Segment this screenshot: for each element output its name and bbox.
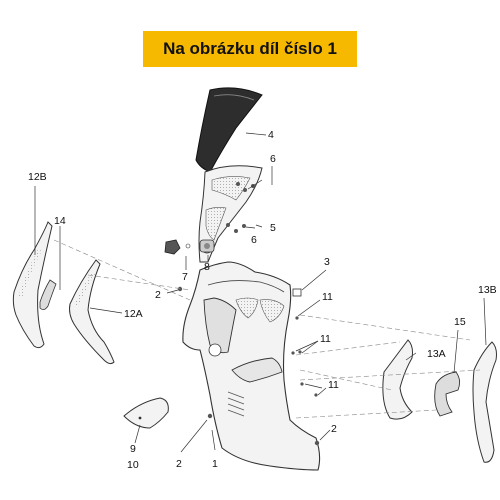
- part-14-side-panel[interactable]: [39, 279, 57, 310]
- label-12A: 12A: [124, 308, 143, 320]
- label-11-mid: 11: [320, 333, 331, 345]
- part-4-windscreen-trim[interactable]: [195, 87, 263, 173]
- label-3: 3: [324, 256, 330, 268]
- part-12B-left-fairing[interactable]: [12, 221, 53, 349]
- label-4: 4: [268, 129, 274, 141]
- label-2-right: 2: [331, 423, 337, 435]
- callout-labels: 4 6 5 6 7 8 2 3 11 11 11 12B 14 12A 13A …: [28, 129, 497, 471]
- label-11-bottom: 11: [328, 379, 339, 391]
- label-10: 10: [127, 459, 139, 471]
- label-7: 7: [182, 271, 188, 283]
- label-12B: 12B: [28, 171, 47, 183]
- label-8: 8: [204, 261, 210, 273]
- part-3-clip[interactable]: [292, 288, 302, 297]
- part-12A-fairing[interactable]: [69, 259, 115, 365]
- label-5: 5: [270, 222, 276, 234]
- part-15-bracket[interactable]: [434, 371, 461, 417]
- label-13A: 13A: [427, 348, 446, 360]
- label-9: 9: [130, 443, 136, 455]
- label-6-top: 6: [270, 153, 276, 165]
- label-14: 14: [54, 215, 66, 227]
- part-8-latch[interactable]: [199, 239, 215, 253]
- leader-lines: [34, 132, 487, 453]
- label-11-top: 11: [322, 291, 333, 303]
- label-2-left: 2: [155, 289, 161, 301]
- label-6-mid: 6: [251, 234, 257, 246]
- part-13B-side-fairing[interactable]: [472, 341, 497, 463]
- label-13B: 13B: [478, 284, 497, 296]
- part-7-knob[interactable]: [164, 239, 191, 255]
- part-number-banner[interactable]: Na obrázku díl číslo 1: [143, 31, 357, 67]
- label-15: 15: [454, 316, 466, 328]
- fasteners: [177, 182, 320, 446]
- label-1: 1: [212, 458, 218, 470]
- label-2-bottom: 2: [176, 458, 182, 470]
- part-13A-side-trim[interactable]: [382, 339, 413, 420]
- part-1-front-shield[interactable]: [182, 261, 321, 471]
- assembly-guide-lines: [53, 239, 481, 419]
- part-9-10-cover[interactable]: [123, 397, 169, 429]
